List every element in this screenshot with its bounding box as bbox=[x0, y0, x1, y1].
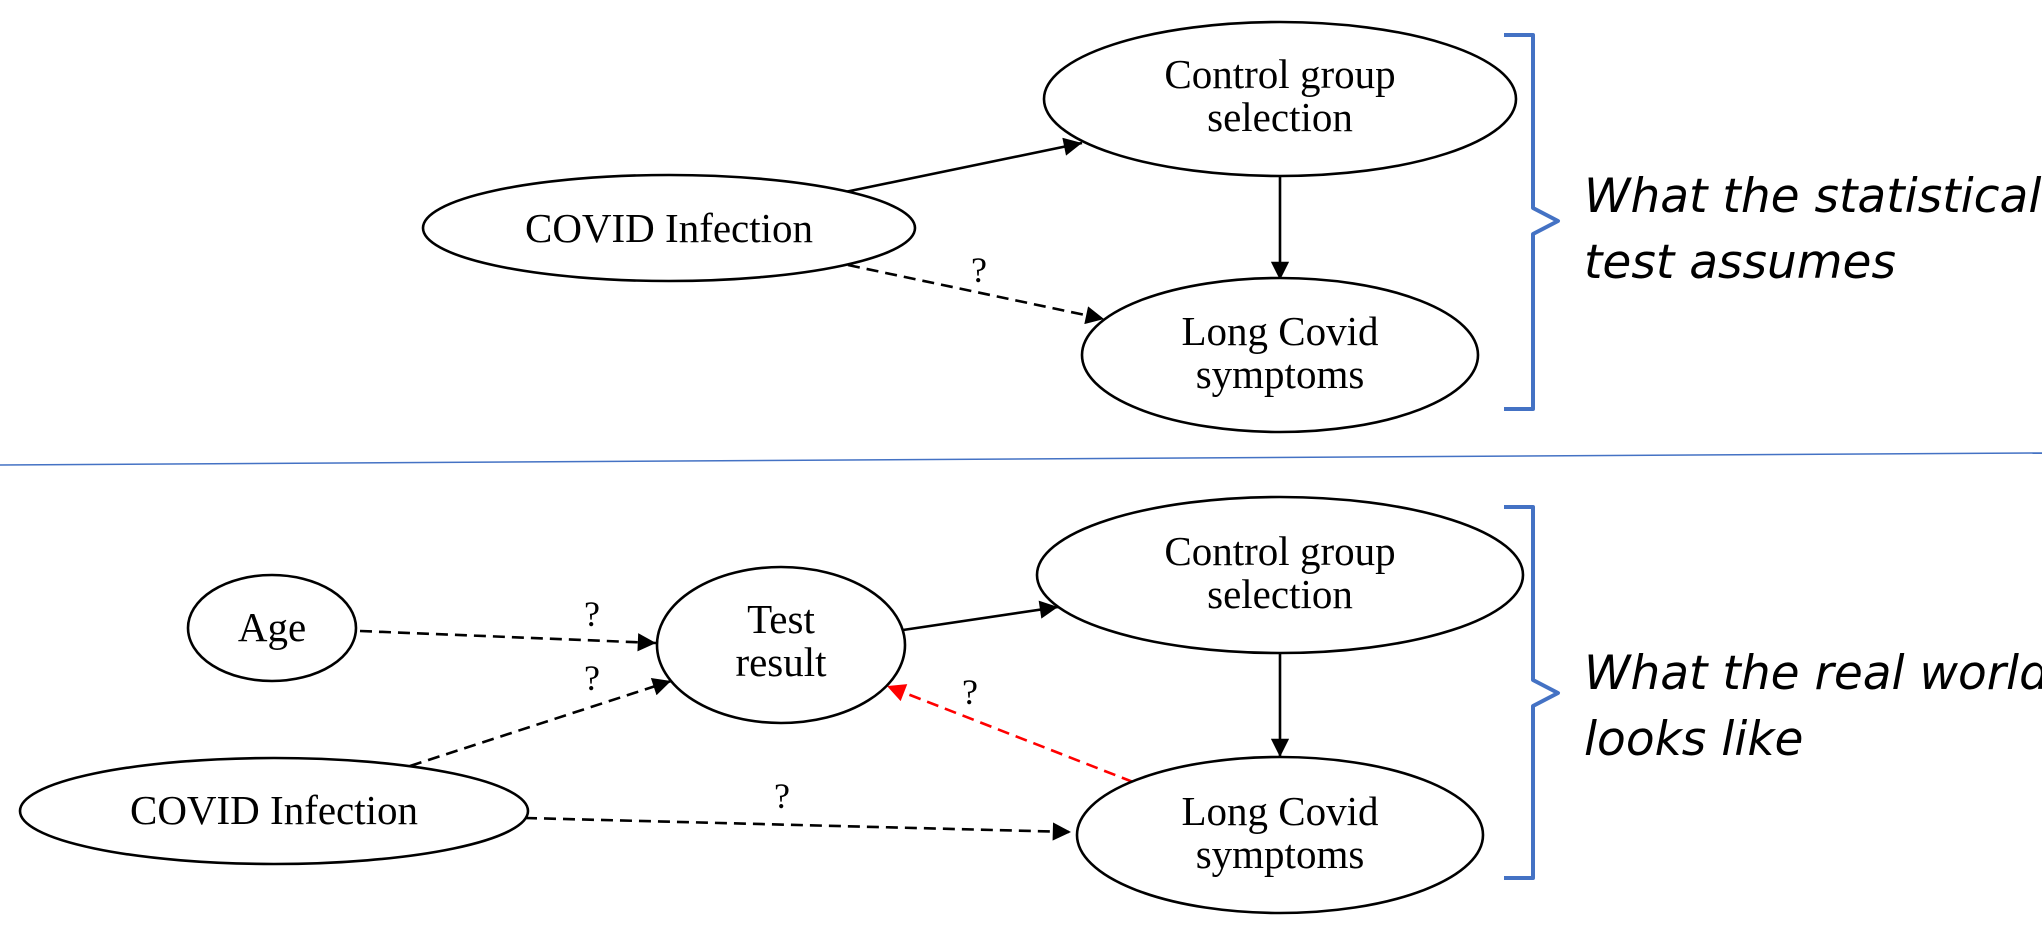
node-label-line2: symptoms bbox=[1196, 831, 1365, 877]
section-divider bbox=[0, 452, 2042, 466]
svg-text:COVID Infection: COVID Infection bbox=[130, 787, 418, 833]
node-label-line1: Control group bbox=[1164, 51, 1395, 97]
bottom-edge-label-longcovid-test: ? bbox=[962, 672, 978, 712]
node-label: COVID Infection bbox=[130, 787, 418, 833]
node-label-line2: symptoms bbox=[1196, 351, 1365, 397]
bottom-edge-infection-to-test bbox=[409, 677, 672, 768]
top-edge-label-infection-longcovid: ? bbox=[971, 250, 987, 290]
node-label-line1: Long Covid bbox=[1181, 308, 1378, 354]
node-label-line2: result bbox=[735, 639, 827, 685]
bottom-edge-longcovid-to-test bbox=[886, 684, 1134, 784]
node-label-line1: Control group bbox=[1164, 528, 1395, 574]
bottom-node-covid-infection: COVID Infection bbox=[18, 756, 530, 866]
bottom-bracket bbox=[1504, 505, 1560, 880]
node-label-line1: Long Covid bbox=[1181, 788, 1378, 834]
top-caption-line2: test assumes bbox=[1584, 235, 1896, 290]
bottom-caption-line1: What the real world bbox=[1584, 646, 2042, 701]
svg-text:COVID Infection: COVID Infection bbox=[525, 205, 813, 251]
top-bracket bbox=[1504, 33, 1560, 411]
bottom-caption: What the real world looks like bbox=[1584, 641, 2042, 773]
node-label-line2: selection bbox=[1207, 94, 1353, 140]
bottom-edge-label-infection-longcovid: ? bbox=[774, 776, 790, 816]
top-edge-infection-to-longcovid bbox=[847, 263, 1105, 325]
node-label: Age bbox=[238, 604, 306, 650]
top-edge-infection-to-control bbox=[844, 137, 1083, 194]
top-caption-line1: What the statistical bbox=[1584, 169, 2042, 224]
bottom-edge-infection-to-longcovid bbox=[524, 816, 1072, 841]
node-label-line2: selection bbox=[1207, 571, 1353, 617]
bottom-node-age: Age bbox=[186, 573, 358, 683]
top-node-covid-infection: COVID Infection bbox=[421, 173, 917, 283]
bottom-edge-label-infection-test: ? bbox=[584, 658, 600, 698]
bottom-edge-test-to-control bbox=[902, 600, 1059, 632]
top-caption: What the statistical test assumes bbox=[1584, 164, 2041, 296]
bottom-edge-age-to-test bbox=[359, 629, 657, 652]
svg-text:Age: Age bbox=[238, 604, 306, 650]
node-label: COVID Infection bbox=[525, 205, 813, 251]
bottom-caption-line2: looks like bbox=[1584, 712, 1804, 767]
bottom-edge-label-age-test: ? bbox=[584, 594, 600, 634]
node-label-line1: Test bbox=[747, 596, 815, 642]
